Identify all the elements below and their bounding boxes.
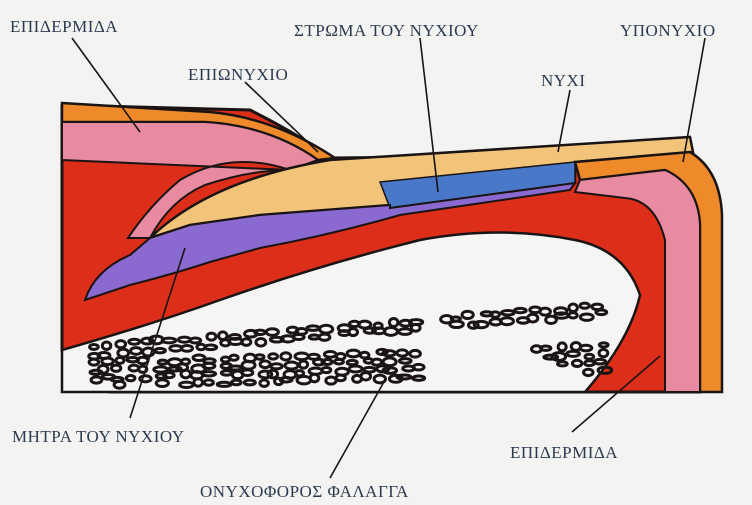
label-hyponychium: ΥΠΟΝΥΧΙΟ: [620, 21, 716, 40]
label-epidermis-bottom: ΕΠΙΔΕΡΜΙΔΑ: [510, 443, 618, 462]
label-distal-phalanx: ΟΝΥΧΟΦΟΡΟΣ ΦΑΛΑΓΓΑ: [200, 482, 409, 501]
leader-nail: [558, 90, 570, 152]
label-eponychium: ΕΠΙΩΝΥΧΙΟ: [188, 65, 288, 84]
label-nail-matrix: ΜΗΤΡΑ ΤΟΥ ΝΥΧΙΟΥ: [12, 427, 185, 446]
label-epidermis-top: ΕΠΙΔΕΡΜΙΔΑ: [10, 17, 118, 36]
leader-hyponychium: [683, 38, 705, 162]
leader-phalanx: [330, 380, 385, 478]
label-nail-bed: ΣΤΡΩΜΑ ΤΟΥ ΝΥΧΙΟΥ: [294, 21, 479, 40]
label-nail: ΝΥΧΙ: [541, 71, 586, 90]
